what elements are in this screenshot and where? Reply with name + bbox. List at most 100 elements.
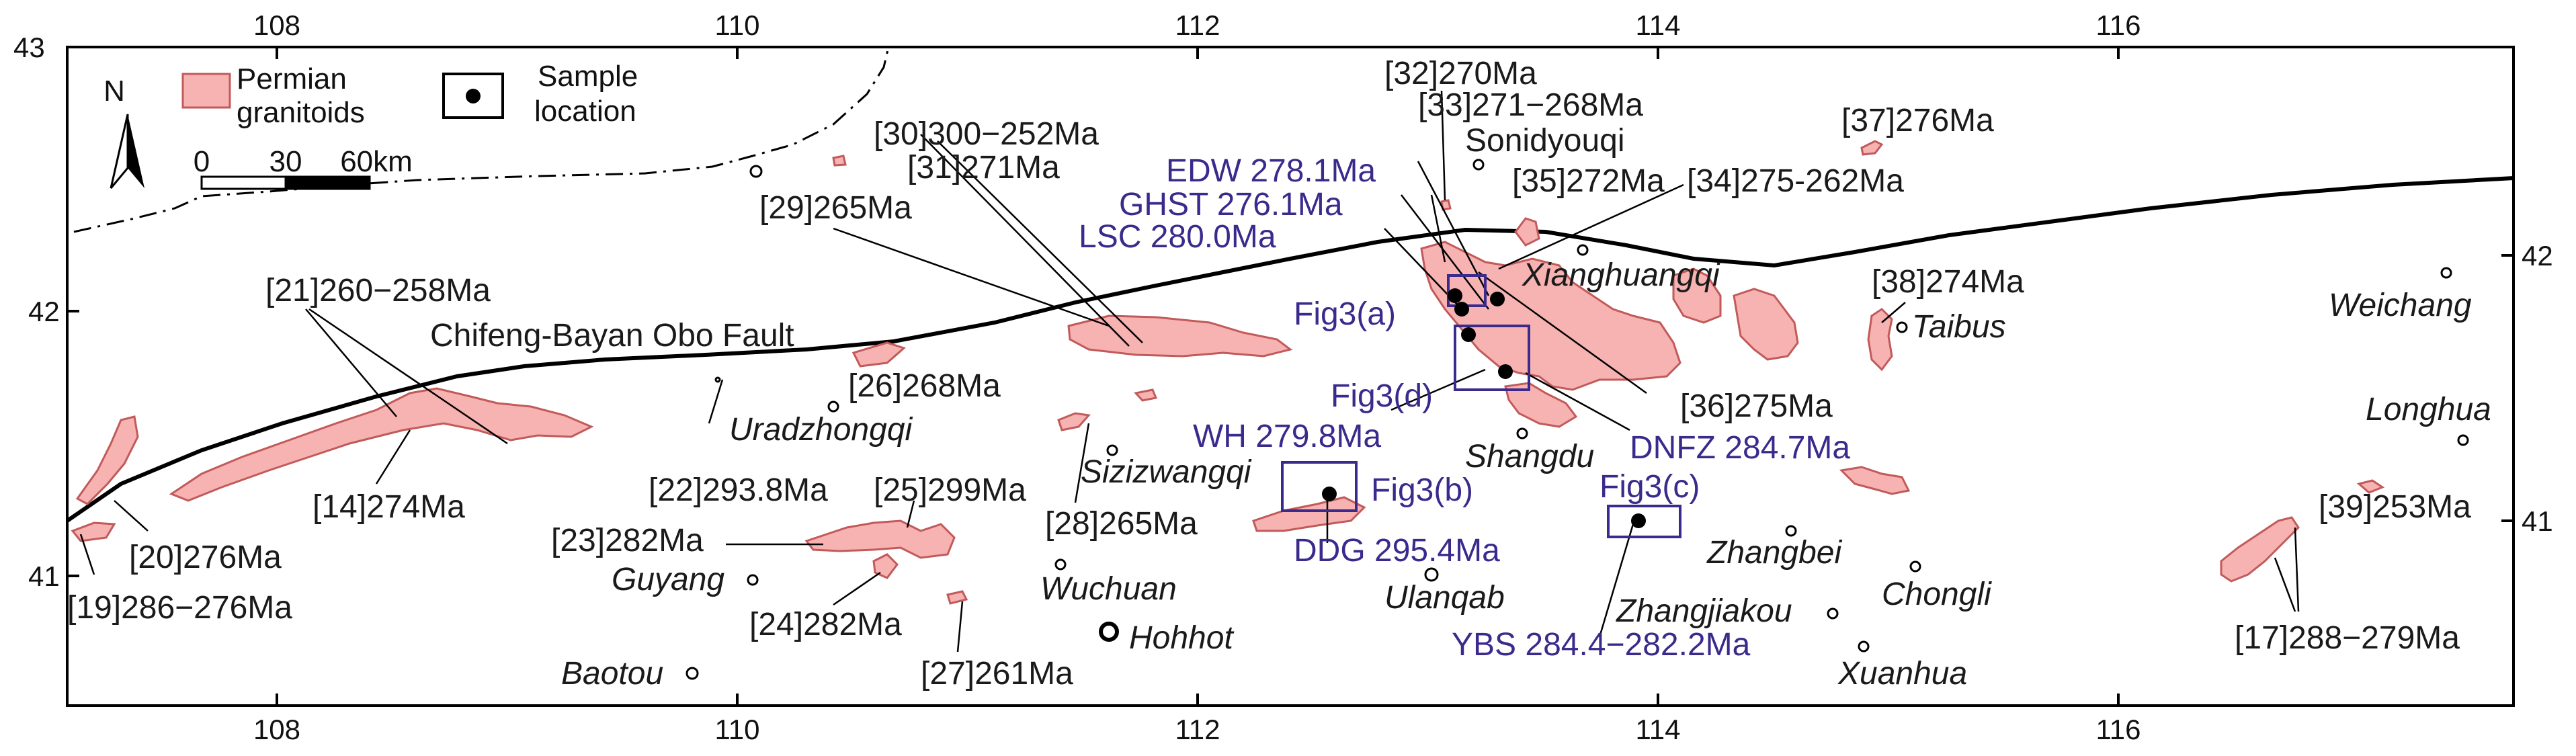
- lon-tick-bottom-116: 116: [2096, 714, 2141, 745]
- granitoid-polygon: [851, 341, 906, 368]
- granitoid-polygon: [946, 590, 968, 605]
- scale-label-60: 60km: [340, 145, 413, 178]
- age-labels: [32]270Ma [33]271−268Ma [37]276Ma [30]30…: [67, 56, 2471, 691]
- leader-lines: [79, 90, 2300, 653]
- place-guyang: Guyang: [612, 562, 724, 597]
- lat-tick-right-41: 41: [2522, 505, 2553, 537]
- granitoid-polygon: [872, 553, 899, 579]
- scale-bar-black: [284, 175, 371, 190]
- lon-tick-top-114: 114: [1636, 9, 1681, 41]
- chifeng-bayan-obo-fault: [66, 176, 2514, 523]
- sample-dot-ddg: [1322, 487, 1337, 501]
- age-label-24: [24]282Ma: [749, 607, 902, 642]
- age-label-26: [26]268Ma: [848, 368, 1001, 404]
- age-label-35: [35]272Ma: [1512, 163, 1665, 199]
- legend-sample-line1: Sample: [538, 60, 638, 93]
- place-weichang: Weichang: [2329, 288, 2472, 323]
- town-marker: [1577, 244, 1589, 256]
- town-marker: [1106, 444, 1118, 456]
- north-label: N: [103, 75, 125, 108]
- granitoid-polygon: [1252, 496, 1366, 532]
- lon-tick-top-116: 116: [2096, 9, 2141, 41]
- age-label-21: [21]260−258Ma: [265, 273, 491, 308]
- sample-dot-edw: [1448, 288, 1462, 303]
- legend-sample-line2: location: [534, 95, 636, 128]
- lon-tick-bottom-110: 110: [715, 714, 760, 745]
- age-label-20: [20]276Ma: [129, 540, 282, 575]
- age-label-19: [19]286−276Ma: [67, 590, 292, 626]
- age-label-14: [14]274Ma: [313, 489, 465, 525]
- map-frame: [66, 46, 2515, 707]
- town-markers: [685, 159, 2469, 680]
- granitoid-polygon: [75, 415, 139, 505]
- town-marker: [1054, 558, 1067, 571]
- sample-label-edw: EDW 278.1Ma: [1166, 153, 1376, 189]
- granitoid-polygon: [1867, 308, 1893, 372]
- scale-bar-white: [200, 175, 287, 190]
- place-xuanhua: Xuanhua: [1837, 656, 1967, 691]
- granitoid-polygon: [1672, 267, 1722, 324]
- lat-tick-right-42: 42: [2522, 240, 2553, 271]
- sample-dot-lsc: [1490, 292, 1505, 306]
- granitoid-polygon: [1504, 382, 1578, 428]
- granitoid-polygon: [1134, 388, 1158, 402]
- granitoid-polygon: [1057, 412, 1091, 431]
- lon-tick-bottom-108: 108: [253, 714, 300, 745]
- fig3b-box: [1281, 461, 1358, 512]
- lon-tick-bottom-112: 112: [1175, 714, 1220, 745]
- fig3b-label: Fig3(b): [1371, 472, 1473, 508]
- sample-label-wh: WH 279.8Ma: [1193, 419, 1381, 454]
- place-longhua: Longhua: [2366, 392, 2491, 427]
- town-marker: [747, 574, 759, 586]
- age-label-37: [37]276Ma: [1841, 103, 1994, 138]
- granitoid-bodies: [71, 140, 2385, 605]
- age-label-22: [22]293.8Ma: [649, 472, 828, 508]
- legend-granitoid-line2: granitoids: [237, 96, 365, 129]
- national-border: [73, 46, 890, 233]
- lon-tick-top-108: 108: [253, 9, 300, 41]
- granitoid-polygon: [1067, 314, 1293, 358]
- sample-dot-wh: [1461, 327, 1476, 342]
- age-label-39: [39]253Ma: [2319, 489, 2471, 525]
- figure-boxes: [1281, 274, 1681, 538]
- lat-tick-left-41: 41: [28, 560, 60, 592]
- town-marker: [1424, 567, 1439, 582]
- legend-granitoid-line1: Permian: [237, 62, 347, 95]
- place-sizizwangqi: Sizizwangqi: [1081, 454, 1252, 490]
- figure-box-labels: Fig3(a) Fig3(d) Fig3(b) Fig3(c): [1294, 296, 1700, 508]
- scale-label-0: 0: [194, 145, 210, 178]
- age-label-38: [38]274Ma: [1872, 264, 2024, 300]
- sample-label-dnfz: DNFZ 284.7Ma: [1630, 430, 1850, 466]
- town-marker: [749, 165, 763, 178]
- granitoid-polygon: [1860, 140, 1884, 156]
- place-sonidyouqi: Sonidyouqi: [1465, 123, 1625, 159]
- sample-dot-ybs: [1631, 513, 1646, 528]
- place-chongli: Chongli: [1882, 577, 1992, 612]
- granitoid-polygon: [1733, 288, 1799, 361]
- town-marker: [1858, 640, 1870, 653]
- age-label-28: [28]265Ma: [1045, 506, 1198, 542]
- legend-sample-dot: [466, 89, 481, 103]
- granitoid-polygon: [2220, 516, 2300, 583]
- granitoid-polygon: [804, 519, 956, 559]
- age-label-32: [32]270Ma: [1384, 56, 1537, 91]
- town-marker: [2440, 267, 2452, 279]
- lat-tick-left-42: 42: [28, 296, 60, 327]
- granitoid-polygon: [169, 387, 594, 502]
- age-label-27: [27]261Ma: [921, 656, 1073, 691]
- lat-tick-left-43: 43: [13, 32, 45, 63]
- town-marker: [2457, 434, 2469, 446]
- town-marker: [1516, 427, 1528, 439]
- age-label-36: [36]275Ma: [1680, 388, 1833, 424]
- sample-label-lsc: LSC 280.0Ma: [1079, 219, 1276, 255]
- age-label-31: [31]271Ma: [907, 150, 1060, 185]
- fig3d-label: Fig3(d): [1331, 378, 1433, 414]
- place-wuchuan: Wuchuan: [1040, 571, 1177, 607]
- fig3a-label: Fig3(a): [1294, 296, 1396, 332]
- town-marker: [827, 401, 839, 413]
- lon-tick-top-110: 110: [715, 9, 760, 41]
- sample-label-ddg: DDG 295.4Ma: [1294, 533, 1500, 569]
- sample-label-ghst: GHST 276.1Ma: [1119, 187, 1343, 222]
- lon-tick-top-112: 112: [1175, 9, 1220, 41]
- top-ticks: [67, 47, 2513, 706]
